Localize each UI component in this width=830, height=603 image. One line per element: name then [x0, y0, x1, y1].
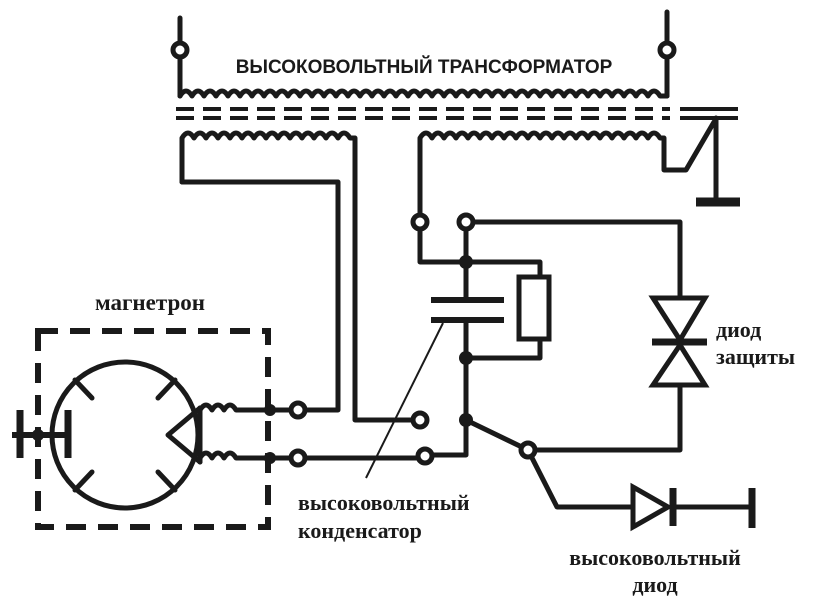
resistor	[516, 274, 552, 342]
terminal	[288, 400, 308, 420]
terminal	[518, 440, 538, 460]
terminal	[415, 446, 435, 466]
hv-diode-branch	[463, 417, 756, 532]
terminal	[410, 212, 430, 232]
transformer-core	[176, 107, 738, 120]
magnetron-label: магнетрон	[95, 290, 205, 315]
filament-winding	[179, 130, 423, 423]
protection-diode	[463, 219, 710, 453]
magnetron	[12, 328, 421, 530]
hv-capacitor-label-line2: конденсатор	[298, 518, 422, 543]
primary-winding	[170, 9, 677, 99]
hv-diode-triangle	[630, 482, 674, 532]
terminal	[456, 212, 476, 232]
hv-capacitor-label-line1: высоковольтный	[298, 490, 470, 515]
protection-diode-label-line2: защиты	[716, 344, 795, 369]
hv-secondary-winding	[417, 115, 740, 225]
terminal	[410, 410, 430, 430]
magnetron-anode	[49, 359, 201, 511]
primary-terminal-right	[657, 40, 677, 60]
protection-diode-label-line1: диод	[716, 317, 761, 342]
capacitor-pointer	[365, 322, 444, 479]
terminal	[288, 448, 308, 468]
primary-terminal-left	[170, 40, 190, 60]
hv-capacitor-network	[365, 219, 552, 479]
hv-diode-label-line2: диод	[632, 572, 677, 597]
transformer-label: ВЫСОКОВОЛЬТНЫЙ ТРАНСФОРМАТОР	[236, 56, 613, 78]
magnetron-dashed-box	[35, 328, 271, 530]
hv-diode-label-line1: высоковольтный	[569, 545, 741, 570]
